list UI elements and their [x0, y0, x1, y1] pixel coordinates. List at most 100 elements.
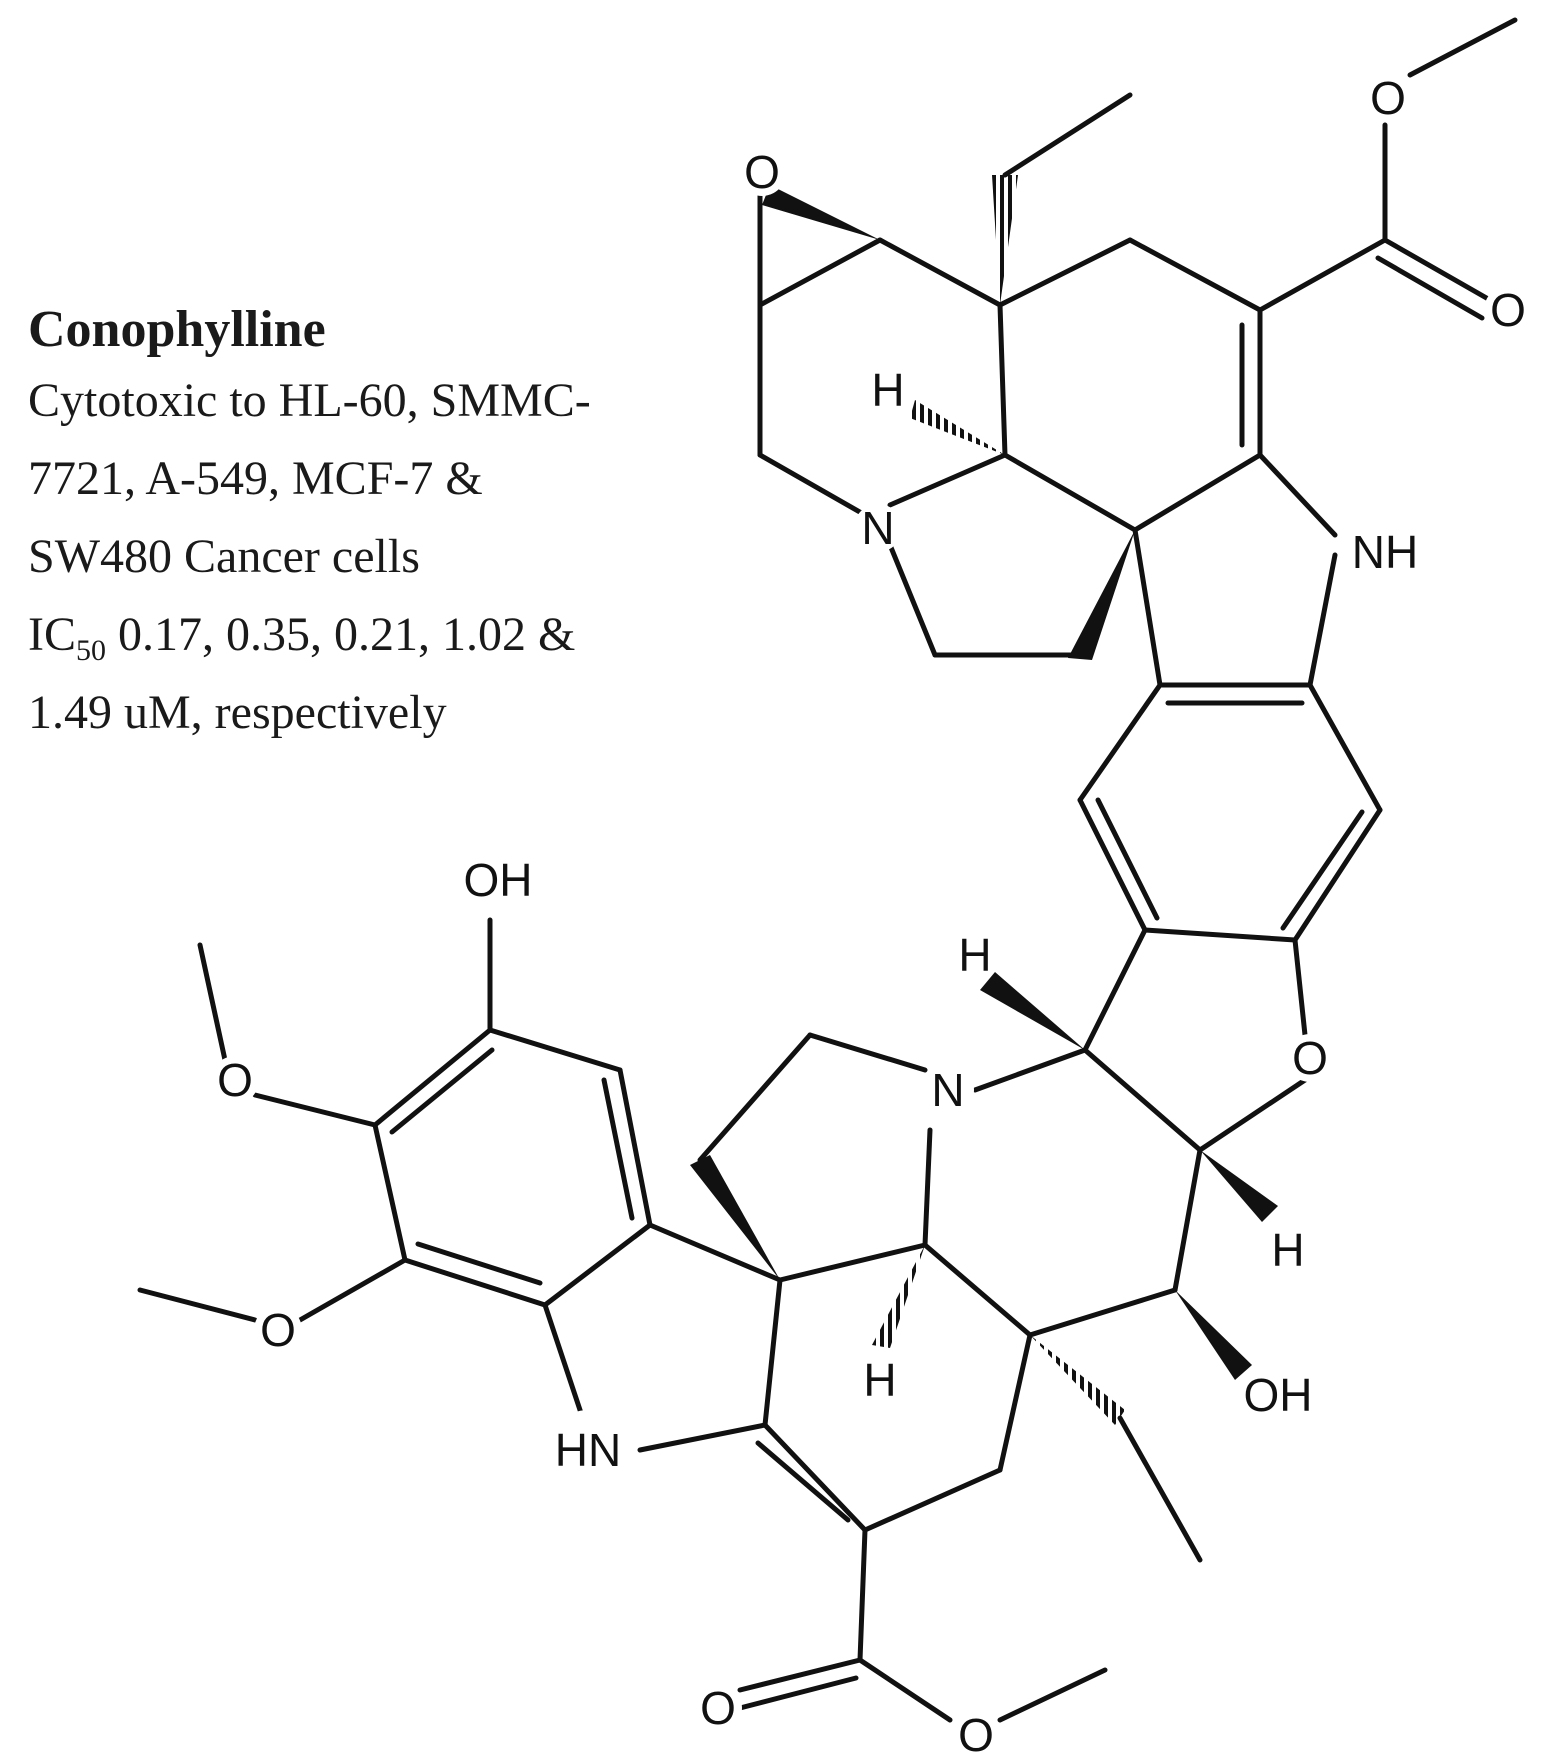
- bond: [415, 1241, 543, 1286]
- carbonyl-oxygen-label: O: [1490, 284, 1526, 336]
- bond: [997, 302, 1008, 458]
- bond: [877, 237, 1003, 308]
- hashed-wedge-bond: [872, 1245, 925, 1348]
- bond: [972, 1047, 1088, 1093]
- bond: [1257, 452, 1338, 538]
- bond: [542, 1222, 653, 1308]
- bond: [1172, 1147, 1203, 1293]
- nh-label: NH: [1352, 526, 1418, 578]
- activity-line-1: Cytotoxic to HL-60, SMMC-: [28, 374, 591, 427]
- ester-oxygen-label: O: [1370, 72, 1406, 124]
- bond: [862, 1467, 1003, 1533]
- bond: [922, 1242, 1033, 1338]
- hydrogen-label: H: [871, 364, 904, 416]
- activity-line-3: SW480 Cancer cells: [28, 530, 420, 583]
- bond: [1280, 809, 1365, 931]
- bond: [1132, 452, 1263, 533]
- bond: [1077, 682, 1163, 803]
- hashed-wedge-bond: [1030, 1335, 1125, 1425]
- bond: [1407, 17, 1518, 78]
- bond: [252, 1092, 378, 1128]
- bond: [807, 1032, 928, 1073]
- middle-unit: [637, 927, 1308, 1723]
- bond: [737, 1657, 863, 1693]
- bond: [1307, 682, 1383, 813]
- bond: [1292, 807, 1383, 943]
- bond: [1375, 255, 1485, 321]
- bond: [757, 452, 868, 518]
- bond: [197, 942, 228, 1063]
- bond: [402, 1257, 548, 1308]
- bond: [1307, 552, 1338, 688]
- bond: [857, 1657, 953, 1723]
- bond: [777, 1242, 928, 1283]
- bond: [887, 452, 1008, 508]
- nitrogen-label: N: [861, 502, 894, 554]
- bond: [389, 1047, 495, 1135]
- bond: [372, 1122, 408, 1263]
- bond: [997, 1332, 1033, 1473]
- bond: [757, 237, 883, 308]
- bond: [637, 1422, 768, 1453]
- bond: [1257, 237, 1388, 313]
- bond: [857, 1527, 868, 1663]
- bond: [997, 1667, 1108, 1723]
- bold-wedge-bond: [1200, 1150, 1278, 1222]
- bond: [647, 1222, 783, 1283]
- bond: [487, 1027, 623, 1073]
- bond: [1082, 927, 1148, 1053]
- bond: [1117, 1415, 1203, 1563]
- bold-wedge-bond: [690, 1155, 780, 1280]
- bond: [1197, 1077, 1308, 1153]
- bond: [762, 1422, 868, 1533]
- bond: [1127, 237, 1263, 313]
- nitrogen-label: N: [931, 1064, 964, 1116]
- hashed-wedge-bond: [910, 400, 1005, 455]
- bond: [1132, 527, 1163, 688]
- bond: [137, 1287, 258, 1323]
- ic-values: 0.17, 0.35, 0.21, 1.02 &: [106, 608, 576, 661]
- activity-line-2: 7721, A-549, MCF-7 &: [28, 452, 483, 505]
- bond: [1002, 452, 1138, 533]
- bold-wedge-bond: [762, 185, 880, 240]
- bond: [1292, 937, 1308, 1038]
- bond: [887, 542, 938, 658]
- bold-wedge-bond: [1068, 530, 1135, 660]
- compound-name: Conophylline: [28, 301, 326, 358]
- bond: [372, 1027, 493, 1128]
- hydroxyl-label: OH: [464, 854, 533, 906]
- compound-caption: Conophylline Cytotoxic to HL-60, SMMC- 7…: [28, 298, 708, 752]
- bond: [755, 1440, 851, 1523]
- activity-line-4: IC50 0.17, 0.35, 0.21, 1.02 &: [28, 596, 708, 674]
- bond: [601, 1077, 635, 1221]
- epoxide-oxygen-label: O: [744, 146, 780, 198]
- ic-label: IC: [28, 608, 76, 661]
- bond: [762, 1277, 783, 1428]
- bond: [1027, 1287, 1178, 1338]
- furan-oxygen-label: O: [1292, 1032, 1328, 1084]
- hydroxyl-label: OH: [1244, 1369, 1313, 1421]
- bond: [1095, 797, 1160, 921]
- bold-wedge-bond: [1175, 1290, 1252, 1380]
- hydrogen-label: H: [863, 1354, 896, 1406]
- carbonyl-oxygen-label: O: [700, 1682, 736, 1734]
- bold-wedge-bond: [980, 972, 1085, 1050]
- bond: [697, 1032, 813, 1163]
- bond: [1142, 927, 1298, 943]
- hn-label: HN: [555, 1424, 621, 1476]
- bond: [297, 1257, 408, 1323]
- methoxy-oxygen-label: O: [260, 1304, 296, 1356]
- hydrogen-label: H: [958, 929, 991, 981]
- bond: [617, 1067, 653, 1228]
- ester-oxygen-label: O: [958, 1709, 994, 1761]
- hashed-wedge-bond: [992, 175, 1018, 305]
- bond: [737, 1675, 859, 1711]
- bond: [1082, 1047, 1203, 1153]
- lower-unit: [137, 917, 653, 1428]
- bond: [1382, 237, 1493, 303]
- bond: [1002, 92, 1133, 178]
- atom-labels: O O O H N NH OH O O H N O H H OH HN: [211, 72, 1532, 1761]
- bond: [922, 1127, 933, 1248]
